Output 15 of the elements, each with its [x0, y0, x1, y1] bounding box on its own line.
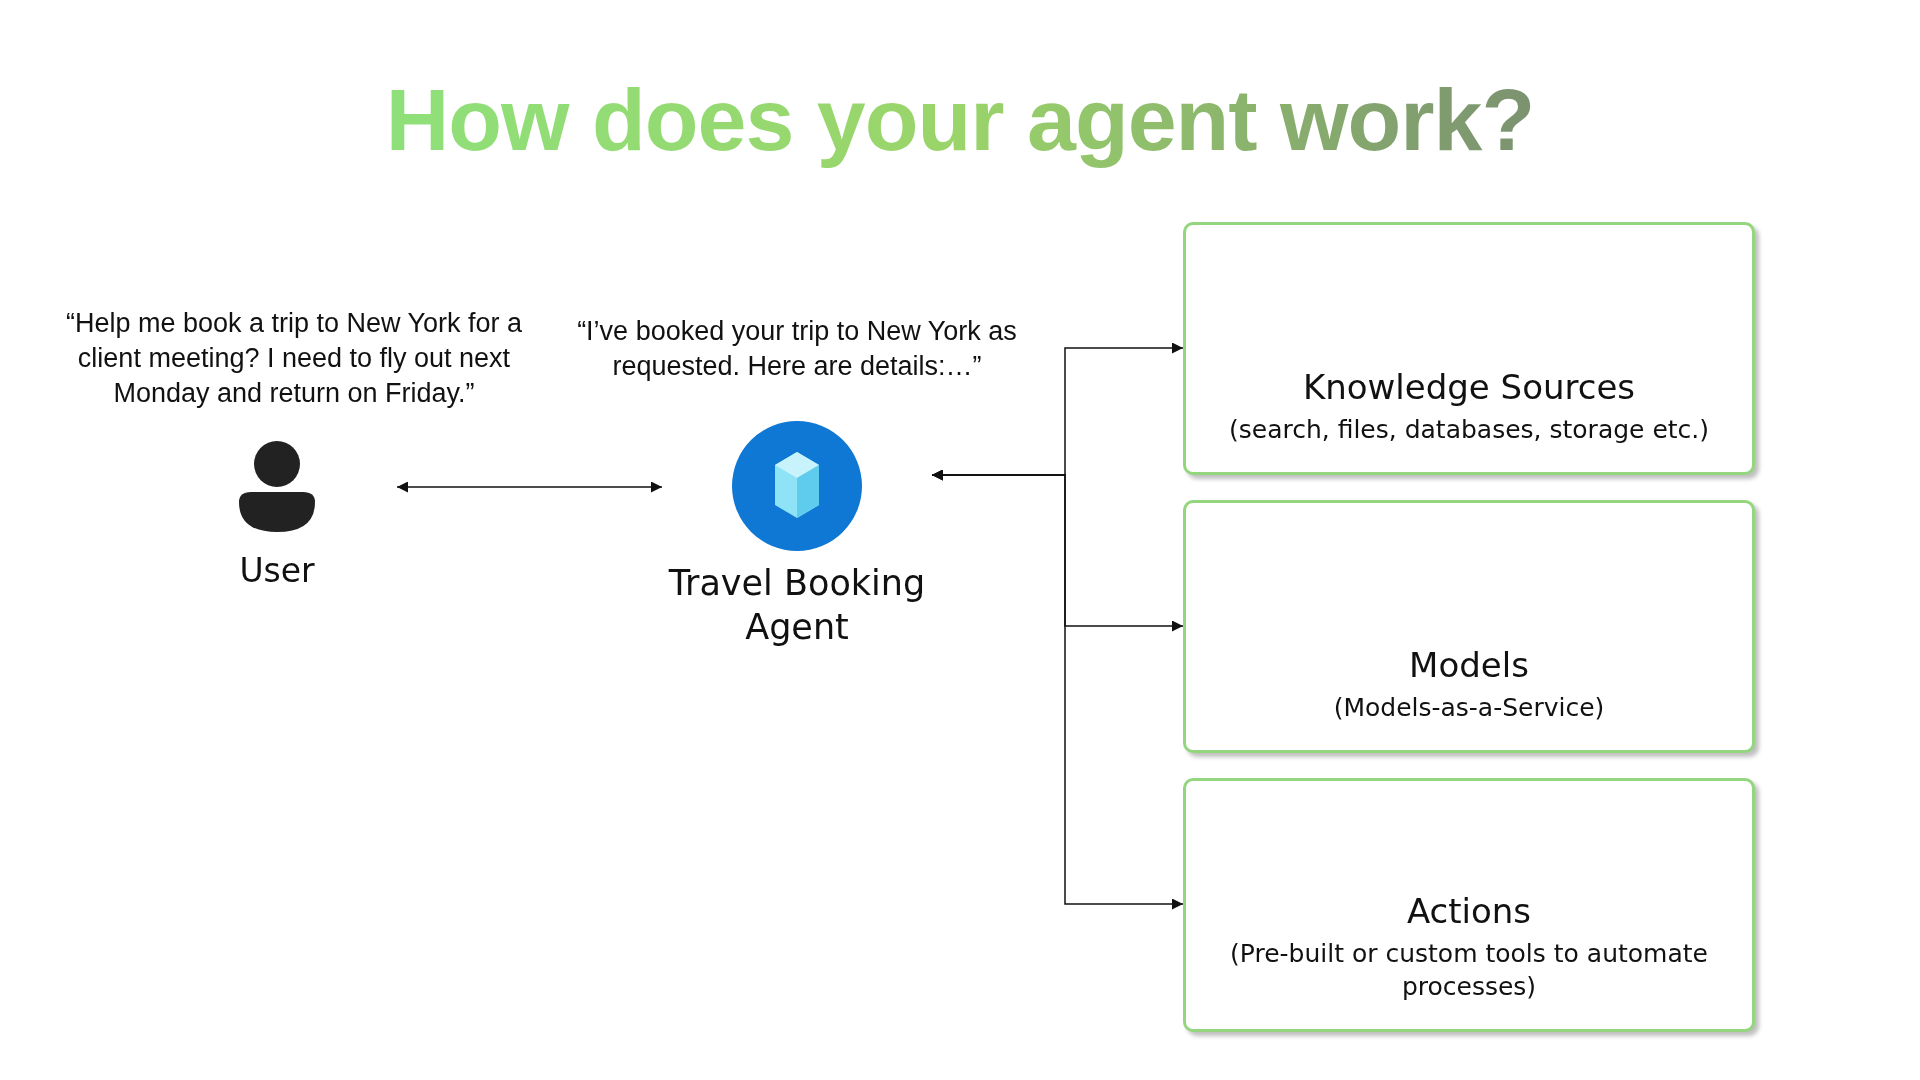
card: [1183, 222, 1755, 475]
node-label: User: [239, 550, 315, 592]
card: [1183, 500, 1755, 753]
card-heading: Knowledge Sources: [1302, 366, 1636, 408]
arrow: [396, 481, 663, 493]
card: [1183, 778, 1755, 1032]
card-heading: Models: [1409, 644, 1529, 686]
arrow: [931, 469, 1184, 910]
card-heading: Actions: [1406, 891, 1532, 932]
speech-quote: “I’ve booked your trip to New York as requested. Here are details:…”: [576, 315, 1018, 384]
card-description: (Models-as-a-Service): [1333, 691, 1605, 724]
card-description: (Pre-built or custom tools to automate processes): [1229, 938, 1709, 1003]
node-label: Travel Booking Agent: [667, 562, 927, 649]
card-description: (search, files, databases, storage etc.): [1228, 413, 1710, 446]
speech-quote: “Help me book a trip to New York for a client meeting? I need to fly out next Monday and return on Friday.”: [64, 307, 524, 411]
